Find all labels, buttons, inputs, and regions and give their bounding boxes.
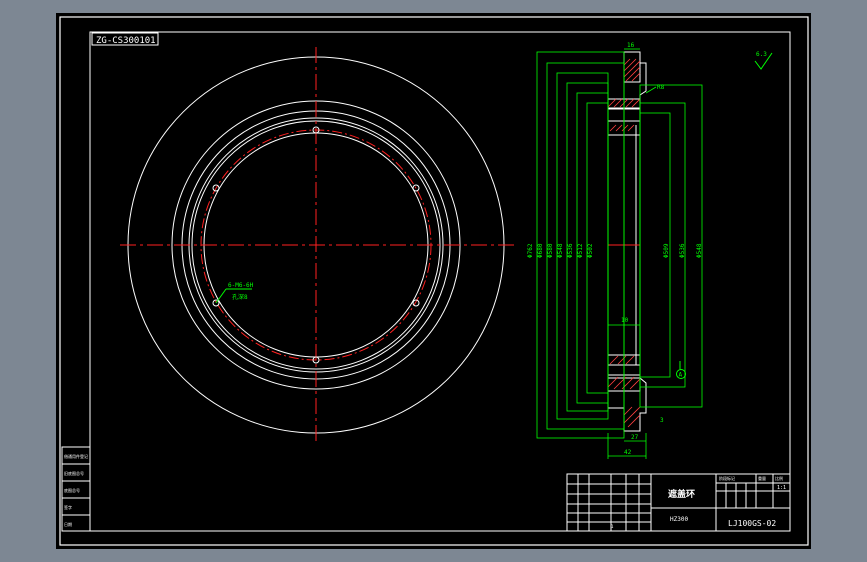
bolt-hole	[212, 184, 220, 192]
drawing-canvas[interactable]: ZG-CS300101	[56, 13, 811, 549]
bolt-hole	[312, 126, 320, 134]
section-upper-block	[623, 51, 641, 83]
diameter-dimensions	[536, 51, 703, 439]
hatch-lower	[607, 355, 641, 428]
bolt-hole	[412, 184, 420, 192]
hole-leader	[215, 288, 227, 304]
roughness-symbol: 6.3	[754, 51, 773, 70]
side-table-row-4: 签字	[64, 504, 72, 510]
dim-small: 3	[660, 417, 664, 424]
hole-note: 6-M6-6H	[228, 282, 254, 289]
dim-chamfer: R8	[657, 84, 665, 91]
dim-bottom-2: 42	[624, 449, 632, 456]
drawing-sheet[interactable]: ZG-CS300101	[56, 13, 811, 549]
bolt-hole	[212, 299, 220, 307]
dim-diameter-4: Φ548	[557, 243, 564, 258]
hatch-upper	[607, 58, 641, 132]
scale-value: 1:1	[777, 485, 786, 491]
side-table: 借通用件登记 旧底图总号 底图总号 签字 日期	[61, 446, 91, 532]
title-block: 遮盖环 HZ300 LJ100GS-02 阶段标记 重量 比例 1:1 1	[566, 473, 791, 532]
section-profile-lower	[607, 365, 647, 432]
bolt-hole	[312, 356, 320, 364]
code-label: ZG-CS300101	[96, 36, 156, 46]
bolt-hole	[412, 299, 420, 307]
side-table-row-3: 底图总号	[64, 487, 80, 493]
dim-mid-width: 10	[621, 317, 629, 324]
roughness-check-icon	[754, 52, 773, 70]
front-view: 6-M6-6H 孔深8	[120, 47, 518, 445]
dim-bottom-1: 27	[631, 434, 639, 441]
hole-depth: 孔深8	[232, 293, 248, 301]
dim-top-width: 16	[627, 42, 635, 49]
datum-circle	[676, 369, 686, 379]
side-table-box	[61, 446, 91, 532]
outer-frame	[59, 16, 809, 546]
dim-diameter-9: Φ536	[679, 243, 686, 258]
title-block-box	[566, 473, 791, 532]
side-table-row-5: 日期	[64, 521, 72, 527]
side-table-row-2: 旧底图总号	[64, 470, 84, 476]
dim-diameter-8: Φ509	[663, 243, 670, 258]
dim-diameter-6: Φ512	[577, 243, 584, 258]
dim-diameter-5: Φ536	[567, 243, 574, 258]
code-label-box	[91, 32, 159, 46]
part-name: 遮盖环	[668, 488, 695, 500]
inner-frame	[89, 31, 791, 532]
dim-diameter-7: Φ502	[587, 243, 594, 258]
side-table-row-1: 借通用件登记	[64, 453, 88, 459]
model-number: HZ300	[670, 516, 688, 523]
section-view: Φ762 Φ680 Φ580 Φ548 Φ536 Φ512 Φ502 Φ509 …	[527, 42, 703, 459]
dim-diameter-3: Φ580	[547, 243, 554, 258]
dim-diameter-10: Φ548	[696, 243, 703, 258]
label-weight: 重量	[758, 475, 766, 481]
label-stage: 阶段标记	[719, 475, 735, 481]
sheet-number: 1	[611, 524, 614, 529]
dim-diameter-2: Φ680	[537, 243, 544, 258]
chamfer-leader	[645, 86, 657, 94]
datum-label: A	[679, 372, 683, 379]
label-scale: 比例	[775, 475, 783, 481]
dim-diameter-1: Φ762	[527, 243, 534, 258]
drawing-number: LJ100GS-02	[728, 519, 776, 528]
roughness-value: 6.3	[756, 51, 767, 58]
